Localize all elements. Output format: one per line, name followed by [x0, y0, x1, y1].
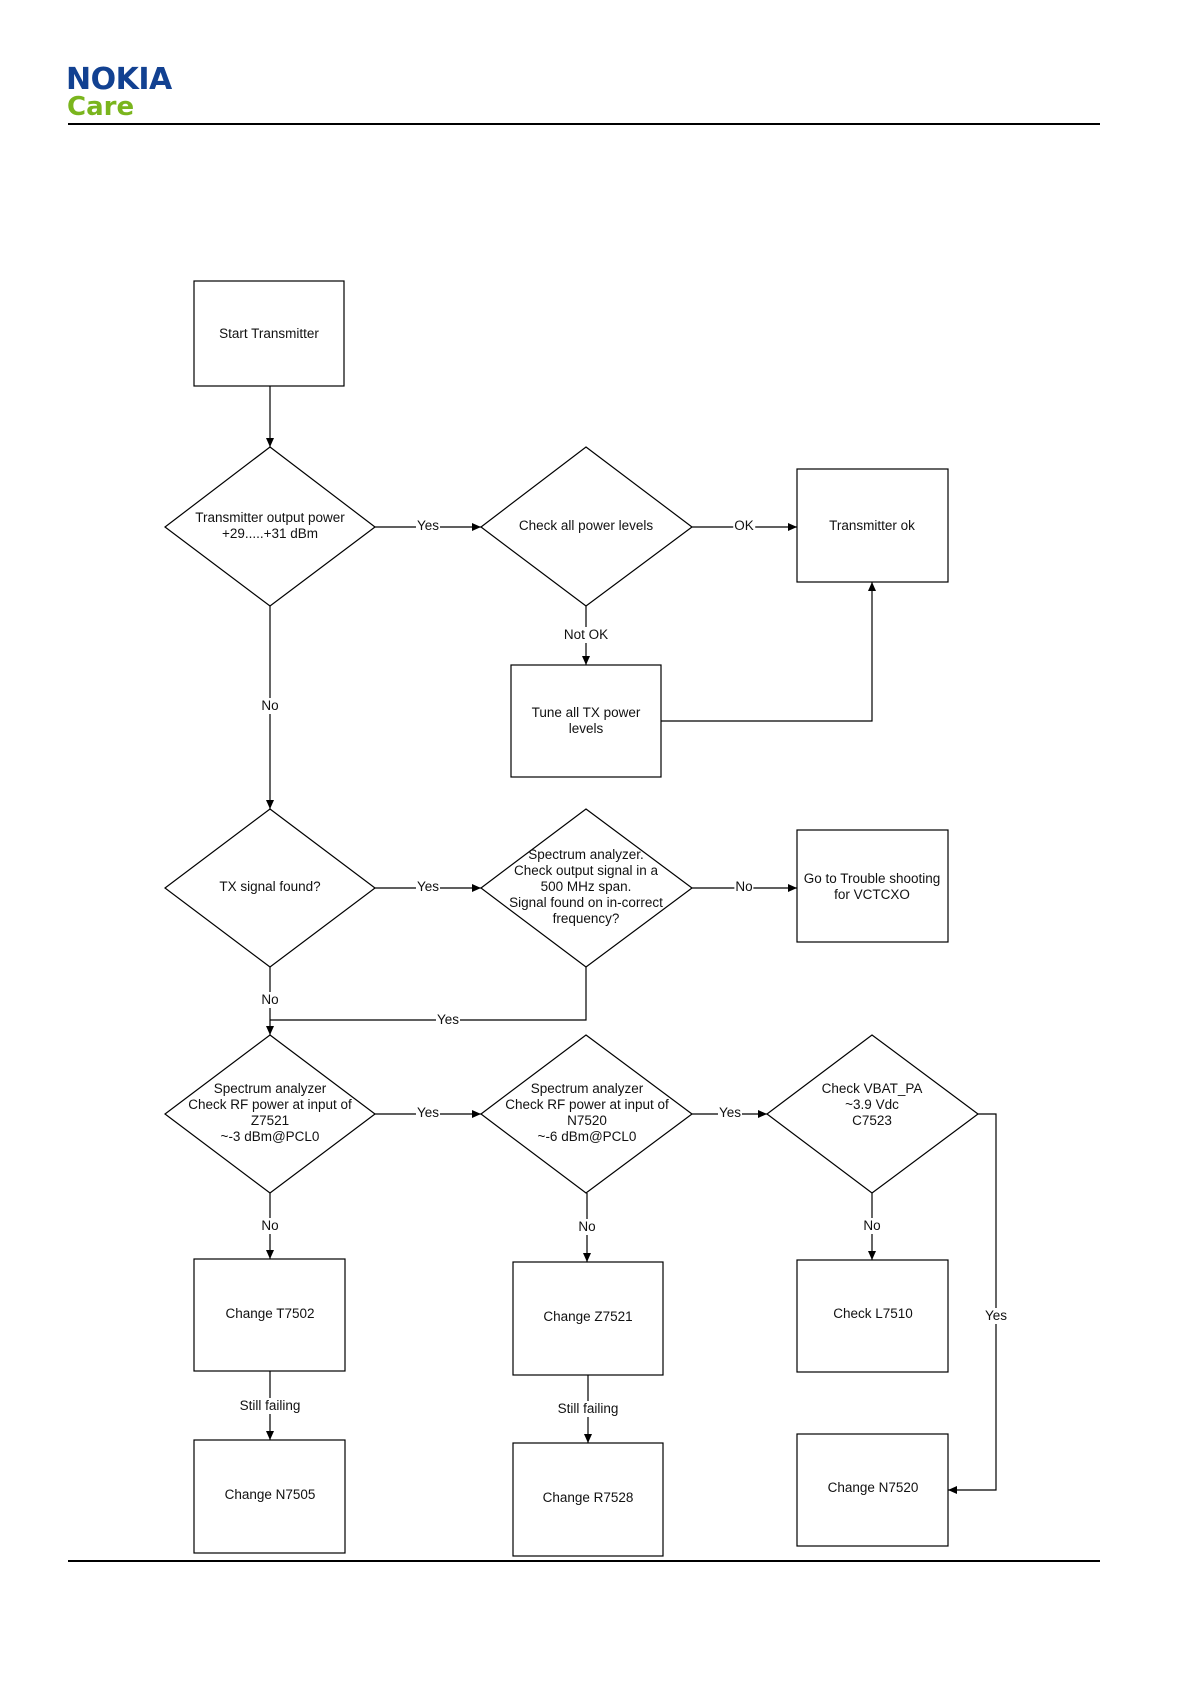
- z7521-yes-label: Yes: [415, 1105, 441, 1121]
- start-box: [193, 280, 345, 387]
- power-yes-label: Yes: [415, 518, 441, 534]
- change-z7521-label: Change Z7521: [543, 1309, 633, 1324]
- levels-not-ok-label: Not OK: [562, 627, 610, 643]
- z7521-diamond-label: Spectrum analyzer Check RF power at inpu…: [188, 1081, 352, 1144]
- signal-found-label: TX signal found?: [219, 879, 321, 894]
- levels-ok-label: OK: [733, 518, 755, 534]
- n7520-diamond: [480, 1034, 694, 1194]
- vbat-label: Check VBAT_PA ~3.9 Vdc C7523: [821, 1081, 923, 1128]
- change-t7502-box: [193, 1258, 346, 1372]
- tune-levels-box: [510, 664, 662, 778]
- check-levels-label: Check all power levels: [518, 518, 654, 533]
- edge-vbat-yes: [948, 1113, 997, 1494]
- header-rule: [68, 123, 1100, 125]
- output-power-label: Transmitter output power +29.....+31 dBm: [195, 510, 345, 541]
- change-t7502-label: Change T7502: [225, 1306, 315, 1321]
- spectrum-freq-label: Spectrum analyzer. Check output signal i…: [509, 847, 663, 926]
- vbat-no-label: No: [862, 1218, 882, 1234]
- n7520-diamond-label: Spectrum analyzer Check RF power at inpu…: [505, 1081, 669, 1144]
- change-n7520-box: [796, 1433, 949, 1547]
- signal-no-label: No: [260, 992, 280, 1008]
- freq-yes-label: Yes: [435, 1012, 461, 1028]
- check-l7510-label: Check L7510: [833, 1306, 913, 1321]
- t7502-still-label: Still failing: [238, 1398, 302, 1414]
- edge-freq-yes: [270, 967, 587, 1021]
- start-label: Start Transmitter: [219, 326, 319, 341]
- z7521-still-label: Still failing: [556, 1401, 620, 1417]
- transmitter-ok-label: Transmitter ok: [829, 518, 915, 533]
- change-n7505-box: [193, 1439, 346, 1554]
- vctcxo-label: Go to Trouble shooting for VCTCXO: [803, 871, 941, 902]
- freq-no-label: No: [734, 879, 754, 895]
- signal-yes-label: Yes: [415, 879, 441, 895]
- logo-nokia-text: NOKIA: [66, 62, 172, 97]
- tune-levels-label: Tune all TX power levels: [531, 705, 641, 736]
- edge-tune-to-ok: [661, 582, 876, 722]
- n7520-no-label: No: [577, 1219, 597, 1235]
- power-no-label: No: [260, 698, 280, 714]
- z7521-no-label: No: [260, 1218, 280, 1234]
- footer-rule: [68, 1560, 1100, 1562]
- change-r7528-label: Change R7528: [542, 1490, 634, 1505]
- logo-care-text: Care: [67, 92, 135, 122]
- n7520-yes-label: Yes: [717, 1105, 743, 1121]
- transmitter-ok-box: [796, 468, 949, 583]
- vctcxo-box: [796, 829, 949, 943]
- change-n7520-label: Change N7520: [827, 1480, 919, 1495]
- vbat-yes-label: Yes: [983, 1308, 1009, 1324]
- change-n7505-label: Change N7505: [224, 1487, 316, 1502]
- change-r7528-box: [512, 1442, 664, 1557]
